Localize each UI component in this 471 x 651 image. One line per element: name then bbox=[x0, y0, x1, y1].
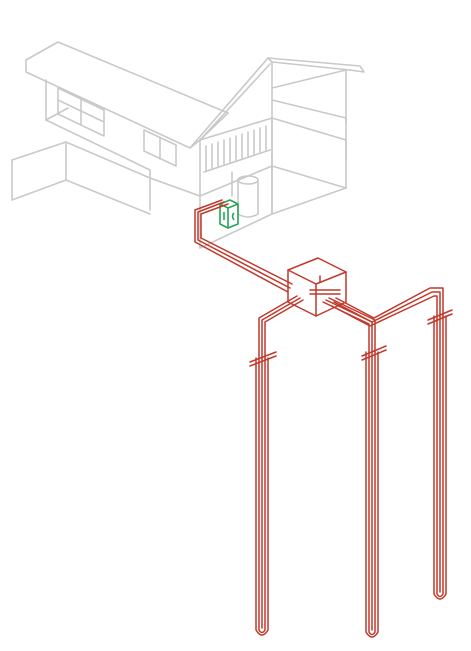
borehole-collars bbox=[249, 309, 453, 367]
borehole-center bbox=[365, 351, 379, 638]
heat-pump-icon bbox=[219, 199, 239, 229]
window-1 bbox=[57, 87, 105, 137]
water-tank-icon bbox=[231, 171, 259, 218]
roof-ridge-left bbox=[25, 41, 229, 114]
house-outline-icon bbox=[11, 41, 365, 249]
radiant-floor-coils bbox=[203, 125, 271, 173]
window-2 bbox=[143, 129, 177, 167]
roof-eave bbox=[25, 59, 201, 149]
manifold-vault-icon bbox=[287, 257, 347, 317]
borehole-right bbox=[433, 315, 447, 600]
borehole-left bbox=[255, 357, 269, 636]
ground-loop-pipes bbox=[194, 199, 453, 638]
